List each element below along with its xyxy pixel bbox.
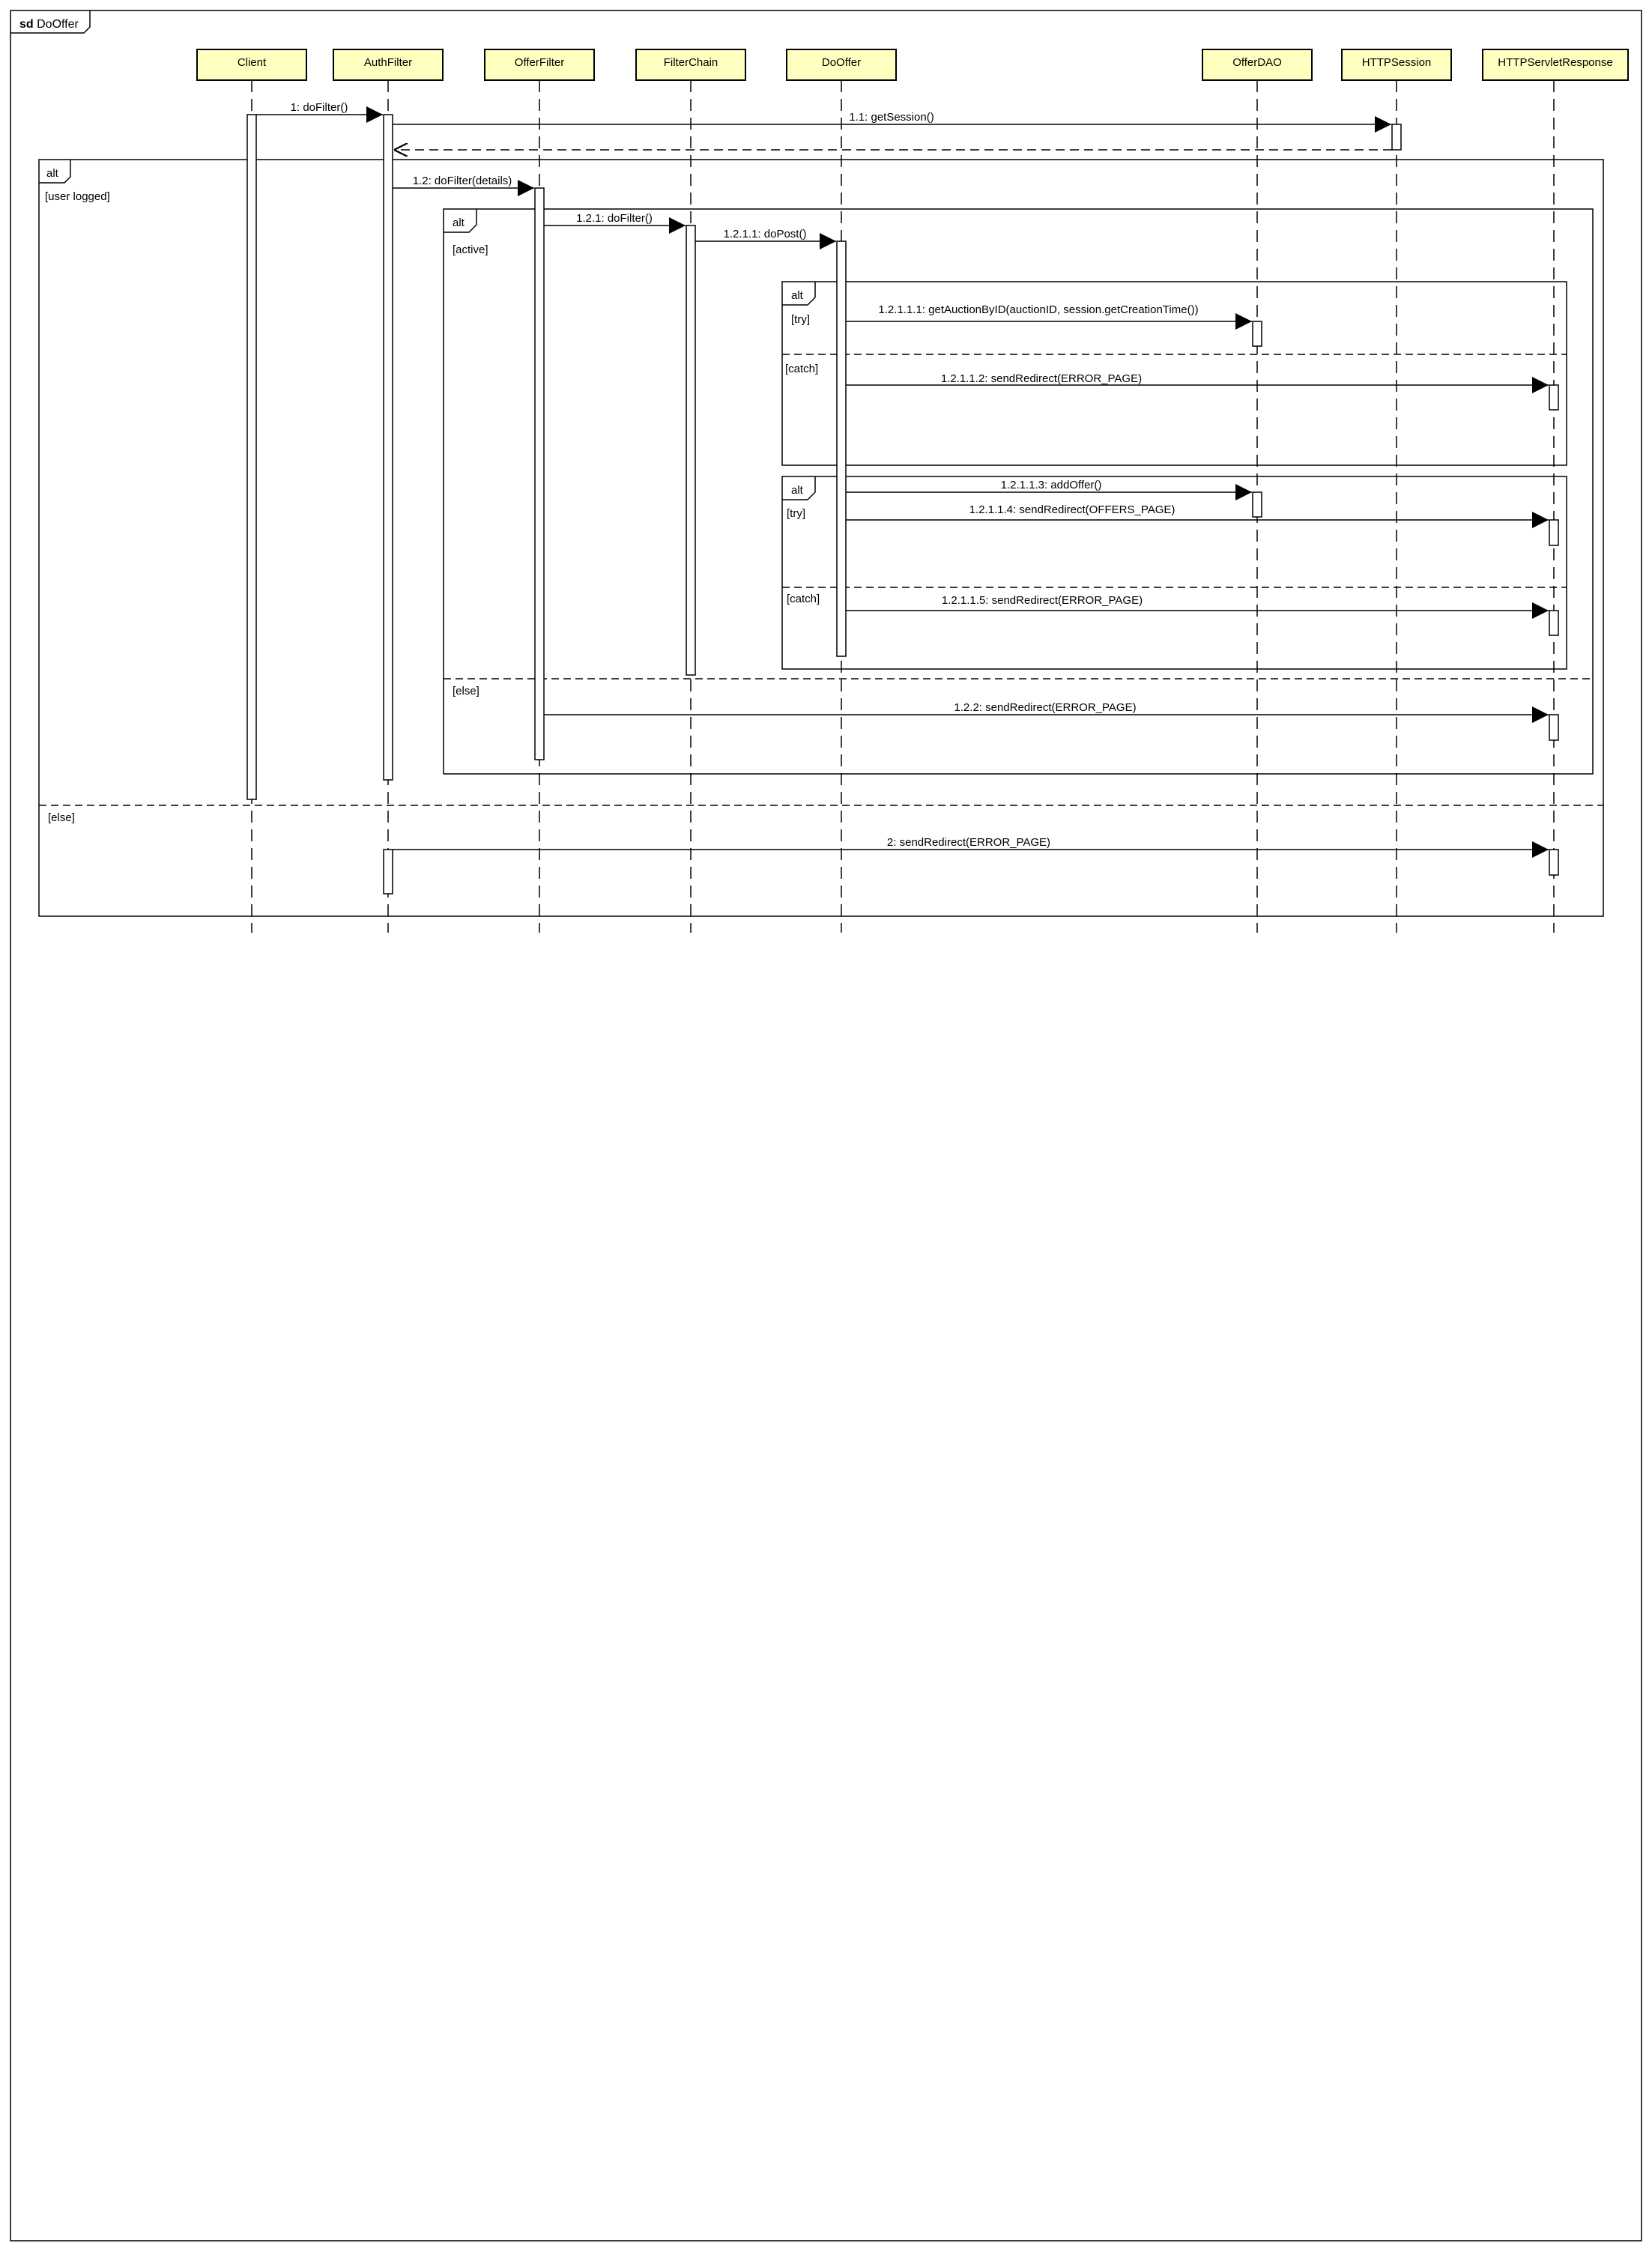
lifeline-label-authfilter: AuthFilter xyxy=(364,56,412,69)
message-label: 1.2.1.1.1: getAuctionByID(auctionID, ses… xyxy=(878,303,1198,316)
activation-response xyxy=(1549,519,1559,546)
lifeline-offerdao: OfferDAO xyxy=(1202,49,1313,81)
message-label: 1.2.2: sendRedirect(ERROR_PAGE) xyxy=(954,701,1136,714)
activation-response xyxy=(1549,849,1559,876)
message-1-2-1-1-4-sendredirect: 1.2.1.1.4: sendRedirect(OFFERS_PAGE) xyxy=(846,503,1549,528)
lifeline-filterchain: FilterChain xyxy=(635,49,746,81)
fragment-alt-try1: alt [try] [catch] xyxy=(781,281,1567,466)
lifeline-response: HTTPServletResponse xyxy=(1482,49,1629,81)
activation-response xyxy=(1549,714,1559,741)
message-label: 1.2.1.1.2: sendRedirect(ERROR_PAGE) xyxy=(941,372,1142,385)
fragment-guard: [try] xyxy=(787,507,805,520)
activation-response xyxy=(1549,384,1559,411)
fragment-operator: alt xyxy=(46,167,59,180)
fragment-operator: alt xyxy=(791,289,804,302)
lifeline-offerfilter: OfferFilter xyxy=(484,49,595,81)
activation-filterchain xyxy=(686,225,696,676)
messages: 1: doFilter() 1.1: getSession() 1.2: doF… xyxy=(256,101,1549,858)
fragment-guard: [user logged] xyxy=(45,190,110,203)
message-1-2-1-dofilter: 1.2.1: doFilter() xyxy=(544,212,686,234)
activation-offerdao xyxy=(1252,491,1262,518)
fragment-operator: alt xyxy=(791,484,804,497)
lifeline-label-response: HTTPServletResponse xyxy=(1498,56,1612,69)
message-1-2-1-1-dopost: 1.2.1.1: doPost() xyxy=(695,228,836,249)
message-label: 1.2.1.1.5: sendRedirect(ERROR_PAGE) xyxy=(942,594,1143,607)
lifeline-headers: Client AuthFilter OfferFilter FilterChai… xyxy=(196,49,1629,81)
message-label: 1.2.1.1.4: sendRedirect(OFFERS_PAGE) xyxy=(969,503,1176,516)
fragment-guard: [try] xyxy=(791,313,810,326)
frame-title: sd DoOffer xyxy=(19,18,79,31)
activation-offerdao xyxy=(1252,321,1262,347)
fragment-guard: [else] xyxy=(453,685,479,697)
activation-offerfilter xyxy=(534,187,545,760)
activation-bars xyxy=(246,114,1559,895)
message-label: 1.1: getSession() xyxy=(849,111,934,124)
message-label: 1.2.1.1.3: addOffer() xyxy=(1001,479,1102,491)
lifeline-authfilter: AuthFilter xyxy=(333,49,444,81)
message-1-2-1-1-3-addoffer: 1.2.1.1.3: addOffer() xyxy=(846,479,1252,500)
message-1-dofilter: 1: doFilter() xyxy=(256,101,383,123)
lifeline-httpsession: HTTPSession xyxy=(1341,49,1452,81)
lifeline-label-client: Client xyxy=(237,56,267,69)
message-label: 2: sendRedirect(ERROR_PAGE) xyxy=(887,836,1050,849)
fragment-guard: [else] xyxy=(48,811,75,824)
message-1-2-1-1-5-sendredirect: 1.2.1.1.5: sendRedirect(ERROR_PAGE) xyxy=(846,594,1549,619)
message-label: 1.2.1: doFilter() xyxy=(576,212,653,225)
diagram-frame: sd DoOffer xyxy=(10,10,1642,2242)
activation-authfilter xyxy=(383,849,393,895)
message-1-2-1-1-2-sendredirect: 1.2.1.1.2: sendRedirect(ERROR_PAGE) xyxy=(846,372,1549,393)
activation-authfilter xyxy=(383,114,393,781)
message-1-1-getsession: 1.1: getSession() xyxy=(393,111,1391,133)
lifeline-dooffer: DoOffer xyxy=(786,49,897,81)
activation-httpsession xyxy=(1391,124,1402,151)
activation-dooffer xyxy=(836,240,847,657)
message-label: 1: doFilter() xyxy=(291,101,348,114)
fragment-operator: alt xyxy=(453,217,465,229)
lifeline-label-filterchain: FilterChain xyxy=(664,56,718,69)
message-label: 1.2: doFilter(details) xyxy=(413,175,512,187)
lifeline-label-offerfilter: OfferFilter xyxy=(515,56,564,69)
fragment-alt-outer: alt [user logged] [else] xyxy=(38,159,1604,917)
lifeline-label-offerdao: OfferDAO xyxy=(1232,56,1282,69)
message-2-sendredirect: 2: sendRedirect(ERROR_PAGE) xyxy=(393,836,1549,858)
fragment-alt-try2: alt [try] [catch] xyxy=(781,476,1567,670)
fragment-guard: [catch] xyxy=(787,593,820,605)
message-1-2-1-1-1-getauctionbyid: 1.2.1.1.1: getAuctionByID(auctionID, ses… xyxy=(846,303,1252,330)
lifeline-label-httpsession: HTTPSession xyxy=(1362,56,1432,69)
message-label: 1.2.1.1: doPost() xyxy=(724,228,807,240)
lifeline-client: Client xyxy=(196,49,307,81)
fragment-guard: [active] xyxy=(453,243,488,256)
message-1-2-dofilter-details: 1.2: doFilter(details) xyxy=(393,175,534,196)
lifeline-label-dooffer: DoOffer xyxy=(822,56,861,69)
activation-client xyxy=(246,114,257,800)
message-1-2-2-sendredirect: 1.2.2: sendRedirect(ERROR_PAGE) xyxy=(544,701,1549,723)
fragment-alt-active: alt [active] [else] xyxy=(443,208,1594,775)
activation-response xyxy=(1549,610,1559,636)
fragment-guard: [catch] xyxy=(785,363,818,375)
